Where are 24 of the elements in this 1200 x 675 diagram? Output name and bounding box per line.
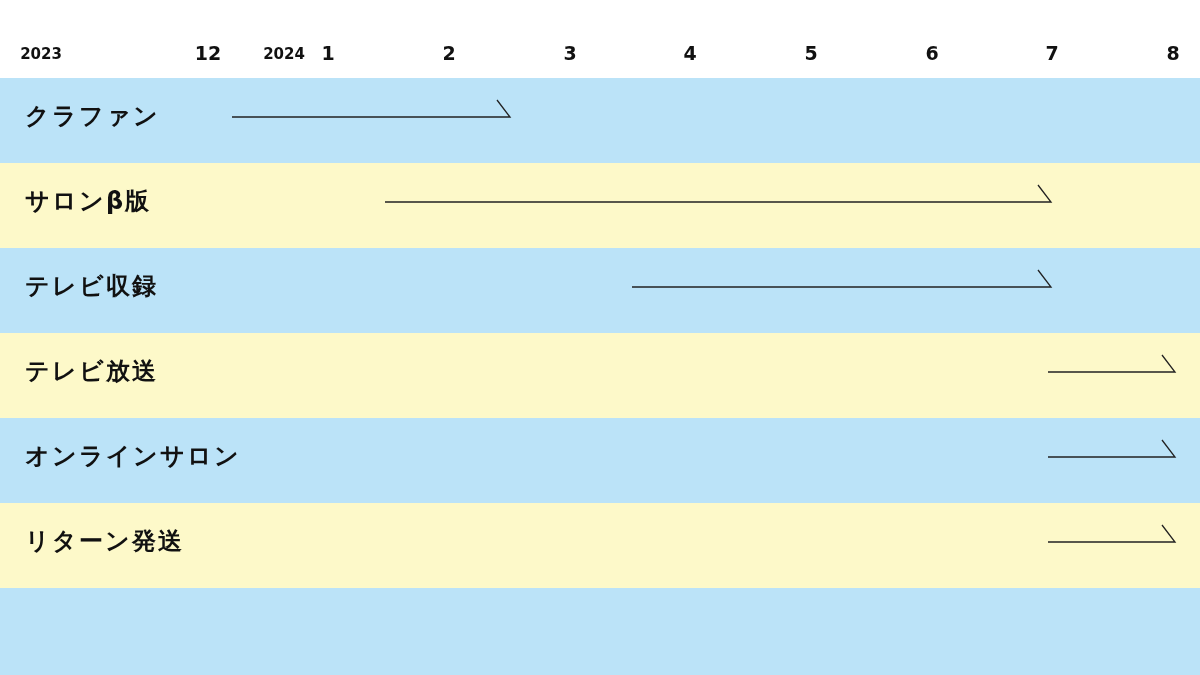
row-band [0, 418, 1200, 503]
row-label: リターン発送 [25, 526, 184, 557]
row-label: サロンβ版 [25, 186, 152, 217]
row-label: テレビ放送 [25, 356, 158, 387]
year-label: 2023 [20, 45, 62, 63]
row-band [0, 163, 1200, 248]
month-label: 12 [194, 42, 222, 64]
month-label: 7 [1045, 42, 1059, 64]
month-label: 2 [442, 42, 456, 64]
row-band [0, 333, 1200, 418]
row-band [0, 78, 1200, 163]
row-label: テレビ収録 [25, 271, 158, 302]
month-label: 6 [925, 42, 939, 64]
row-label: クラファン [25, 101, 160, 132]
row-band [0, 248, 1200, 333]
row-band [0, 503, 1200, 588]
month-label: 3 [563, 42, 577, 64]
month-label: 4 [683, 42, 697, 64]
month-label: 8 [1166, 42, 1180, 64]
month-label: 1 [321, 42, 335, 64]
year-label: 2024 [263, 45, 305, 63]
row-band [0, 588, 1200, 675]
row-label: オンラインサロン [25, 441, 241, 472]
month-label: 5 [804, 42, 818, 64]
